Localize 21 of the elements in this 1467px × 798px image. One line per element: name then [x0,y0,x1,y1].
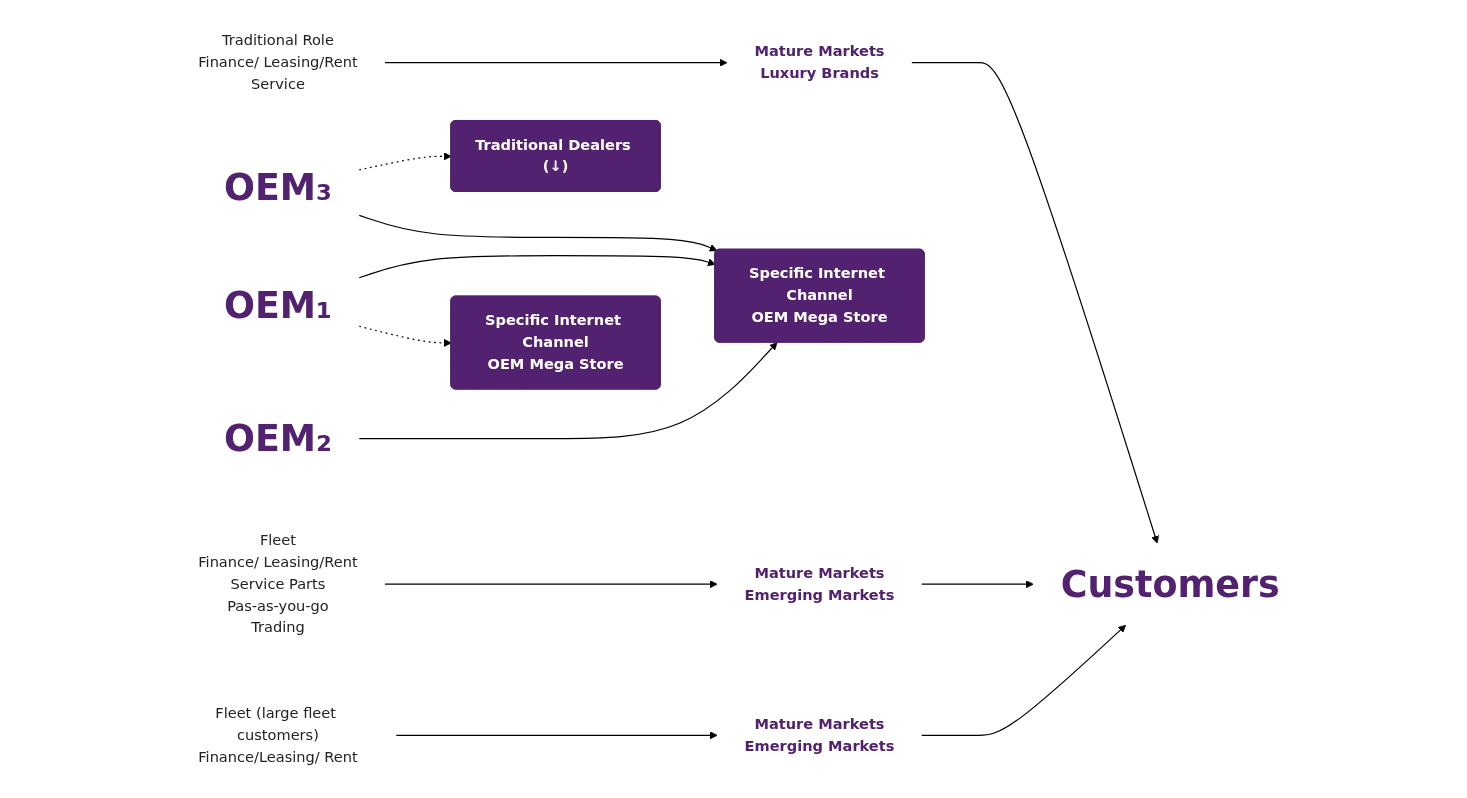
node-text: Mature Markets Luxury Brands [754,42,885,82]
arrow [384,58,728,67]
node-text: OEM₂ [224,417,333,460]
node-text: Fleet Finance/ Leasing/Rent Service Parts Pas-as-you-go Trading [198,531,358,637]
arrow [395,731,718,740]
arrow [911,62,1160,544]
arrow [358,342,778,440]
arrow [921,580,1034,589]
node-text: Mature Markets Emerging Markets [744,715,895,755]
node-text: Mature Markets Emerging Markets [744,564,895,604]
arrow [358,325,452,347]
arrow [358,214,718,252]
node-text: Traditional Role Finance/ Leasing/Rent Service [198,31,358,93]
node-text: Fleet (large fleet customers) Finance/Leasing/ Rent [198,704,358,766]
arrow [358,255,716,279]
arrow [921,624,1127,736]
arrow [358,152,452,171]
node-text: OEM₃ [224,166,333,209]
node-text: Customers [1060,563,1280,606]
node-text: OEM₁ [224,284,333,327]
arrow [384,580,718,589]
